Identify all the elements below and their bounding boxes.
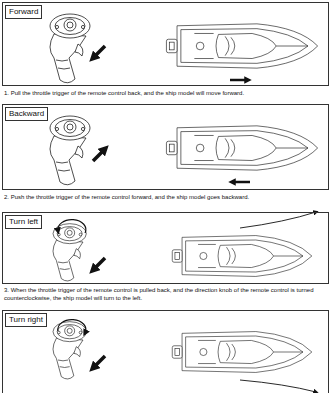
panel-box: Backward — [2, 104, 329, 190]
mode-label: Turn left — [5, 215, 42, 229]
panel-box: Turn right — [2, 310, 329, 393]
mode-label: Backward — [5, 107, 48, 121]
mode-label: Forward — [5, 5, 42, 19]
mode-label: Turn right — [5, 313, 47, 327]
caption-text: 1. Pull the throttle trigger of the remo… — [4, 90, 328, 98]
caption-text: 3. When the throttle trigger of the remo… — [4, 287, 328, 302]
panel-box: Forward — [2, 2, 329, 86]
panel-box: Turn left — [2, 212, 329, 284]
caption-text: 2. Push the throttle trigger of the remo… — [4, 194, 328, 202]
